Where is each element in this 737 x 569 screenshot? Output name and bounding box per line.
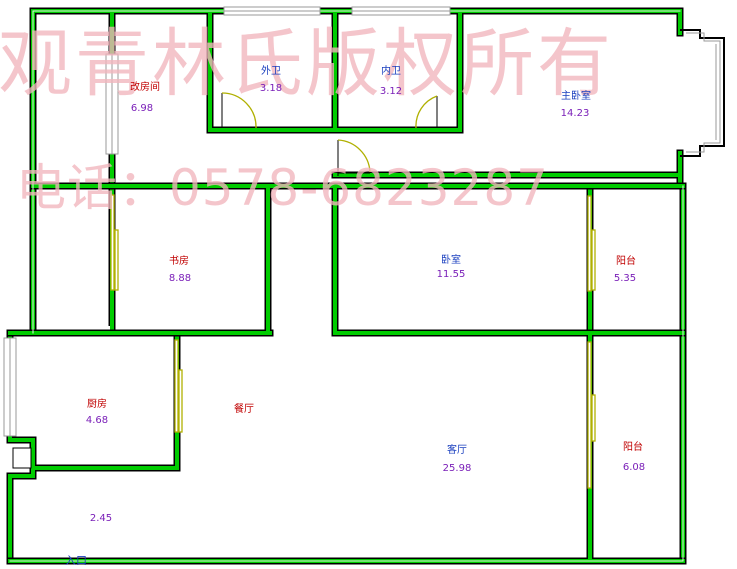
room-area-woshi: 11.55 [436,269,466,280]
room-area-gaifangjian: 6.98 [130,103,154,114]
watermark-owner: 观青林氏版权所有 [0,21,614,107]
room-area-yangtai-1: 5.35 [613,273,637,284]
entrance-label: 入口 [65,554,87,567]
room-name-keting: 客厅 [447,445,467,456]
room-name-woshi: 卧室 [441,255,461,266]
room-name-waiwei: 外卫 [261,66,281,77]
room-area-chufang: 4.68 [85,415,109,426]
room-name-yangtai-1: 阳台 [616,256,636,267]
windows [3,6,725,437]
room-area-neiwei: 3.12 [379,86,403,97]
room-area-waiwei: 3.18 [259,83,283,94]
room-name-gaifangjian: 改房间 [130,82,160,93]
room-area-yangtai-2: 6.08 [622,462,646,473]
doors [110,92,596,489]
kitchen-corner-box [12,447,32,469]
room-area-zhuwoshi: 14.23 [560,108,590,119]
room-area-entry: 2.45 [89,513,113,524]
room-name-canting: 餐厅 [234,404,254,415]
room-name-chufang: 厨房 [87,399,107,410]
room-name-neiwei: 内卫 [381,66,401,77]
room-name-yangtai-2: 阳台 [623,442,643,453]
room-area-shufang: 8.88 [168,273,192,284]
room-name-zhuwoshi: 主卧室 [561,91,591,102]
room-area-keting: 25.98 [442,463,472,474]
watermark-phone: 电话：0578-6823287 [16,159,549,217]
room-name-shufang: 书房 [169,256,189,267]
